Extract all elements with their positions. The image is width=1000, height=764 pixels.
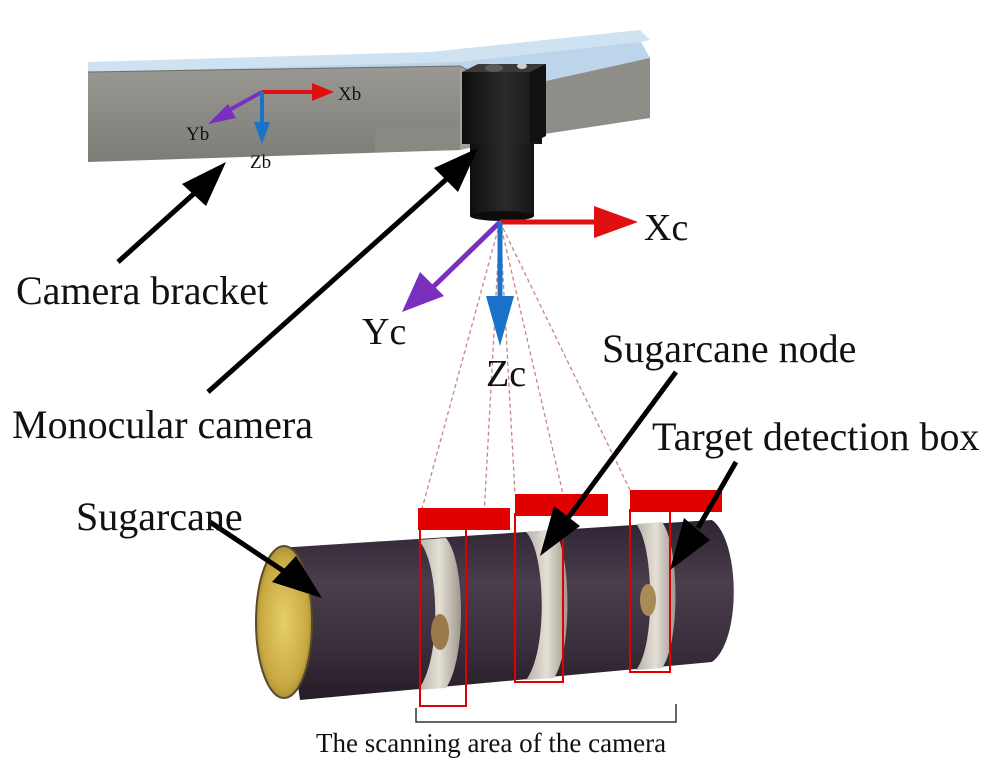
camera-connector — [485, 64, 503, 72]
camera-y-arrowhead — [402, 272, 444, 312]
bracket-step-face — [375, 126, 460, 152]
camera-y-label: Yc — [362, 311, 406, 353]
sugarcane-cut-rim — [255, 545, 313, 699]
sugarcane-node-pointer — [565, 370, 679, 520]
sugarcane-bud — [431, 614, 449, 650]
sugarcane-bud — [640, 584, 656, 616]
bracket-x-label: Xb — [338, 84, 361, 105]
camera-bracket-pointer — [116, 188, 200, 264]
bracket-y-label: Yb — [186, 124, 209, 145]
camera-z-arrowhead — [486, 296, 514, 346]
detection-box-1-label — [418, 508, 510, 530]
sugarcane-pointer — [208, 519, 290, 577]
camera-screw — [517, 63, 527, 69]
bracket-y-arrowhead — [208, 104, 236, 124]
target-detection-box-label: Target detection box — [652, 414, 979, 459]
sugarcane-node-2 — [526, 530, 568, 680]
sugarcane-arrowhead — [272, 556, 322, 598]
camera-bracket-arrowhead — [182, 162, 226, 206]
sugarcane-label: Sugarcane — [76, 494, 243, 539]
scan-line — [419, 221, 501, 517]
target-box-pointer — [695, 460, 739, 530]
camera-lens — [470, 144, 534, 216]
sugarcane-node-arrowhead — [540, 506, 580, 556]
scanning-area-label: The scanning area of the camera — [316, 728, 666, 758]
monocular-camera-arrowhead — [434, 148, 478, 192]
bracket-front-face — [88, 66, 460, 162]
detection-box-3-label — [630, 490, 722, 512]
camera-body — [462, 72, 542, 144]
bracket-axes: Xb Yb Zb — [186, 83, 361, 173]
bracket-z-label: Zb — [250, 152, 271, 173]
bracket-z-arrowhead — [254, 122, 270, 144]
camera-bracket-label: Camera bracket — [16, 268, 268, 313]
bracket-top-face-back — [88, 30, 650, 72]
camera-y-axis — [428, 220, 502, 292]
sugarcane-node-label: Sugarcane node — [602, 326, 856, 371]
camera-x-arrowhead — [594, 206, 638, 238]
scan-line — [499, 221, 631, 491]
camera-bracket — [87, 30, 650, 162]
monocular-camera-label: Monocular camera — [12, 402, 313, 447]
pointer-arrows — [116, 148, 739, 598]
sugarcane-node-1 — [418, 538, 461, 690]
sugarcane-stalk — [278, 520, 734, 700]
target-box-arrowhead — [670, 518, 710, 570]
camera-lens-bottom — [470, 211, 534, 221]
bracket-x-arrowhead — [312, 83, 334, 101]
monocular-camera — [462, 63, 546, 221]
bracket-edge — [87, 65, 461, 73]
camera-body-side — [530, 64, 546, 144]
scan-area-line — [415, 704, 677, 723]
scan-area-bracket — [415, 704, 677, 723]
text-labels: Camera bracket Monocular camera Sugarcan… — [12, 268, 979, 758]
camera-x-label: Xc — [644, 207, 688, 249]
camera-z-label: Zc — [486, 353, 526, 395]
camera-axes: Xc Yc Zc — [362, 206, 688, 395]
scan-line — [499, 221, 564, 495]
sugarcane-node-3 — [636, 522, 676, 670]
scan-line — [483, 221, 501, 517]
monocular-camera-pointer — [206, 174, 452, 394]
